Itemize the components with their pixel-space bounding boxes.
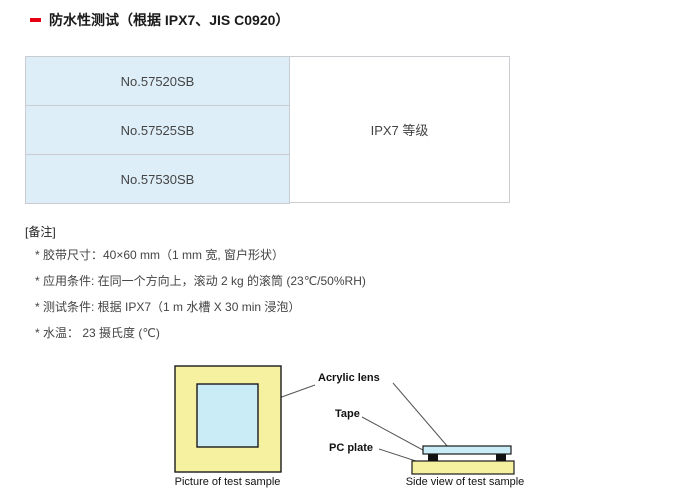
model-cell: No.57530SB [25, 154, 290, 204]
side-view-pc-plate [411, 460, 515, 475]
model-cell: No.57520SB [25, 56, 290, 106]
leader-line-tape-side [361, 416, 433, 456]
section-marker-icon [30, 18, 41, 22]
test-sample-window [196, 383, 259, 448]
note-item: * 胶带尺寸：40×60 mm（1 mm 宽, 窗户形状） [35, 248, 285, 262]
tape-label: Tape [335, 408, 360, 420]
acrylic-lens-label: Acrylic lens [318, 372, 380, 384]
pc-plate-label: PC plate [329, 442, 374, 454]
notes-section: [备注] * 胶带尺寸：40×60 mm（1 mm 宽, 窗户形状） * 应用条… [25, 222, 625, 346]
side-view-caption: Side view of test sample [405, 476, 525, 488]
page-title: 防水性测试（根据 IPX7、JIS C0920） [49, 12, 290, 28]
side-view-acrylic-lens [422, 445, 512, 455]
diagram-canvas [174, 365, 515, 475]
spec-table: No.57520SB No.57525SB No.57530SB IPX7 等级 [25, 56, 510, 204]
note-item: * 水温： 23 摄氏度 (℃) [35, 326, 160, 340]
model-cell: No.57525SB [25, 105, 290, 155]
test-sample-diagram: Acrylic lens Tape PC plate Picture of te… [0, 358, 700, 490]
side-view-tape-right [496, 454, 506, 461]
leader-line-acrylic-side [392, 382, 449, 448]
side-view-tape-left [428, 454, 438, 461]
notes-header: [备注] [25, 225, 56, 239]
note-item: * 测试条件: 根据 IPX7（1 m 水槽 X 30 min 浸泡） [35, 300, 301, 314]
note-item: * 应用条件: 在同一个方向上，滚动 2 kg 的滚筒 (23℃/50%RH) [35, 274, 366, 288]
picture-caption: Picture of test sample [174, 476, 281, 488]
page-header: 防水性测试（根据 IPX7、JIS C0920） [30, 10, 289, 30]
rating-cell: IPX7 等级 [290, 56, 510, 203]
